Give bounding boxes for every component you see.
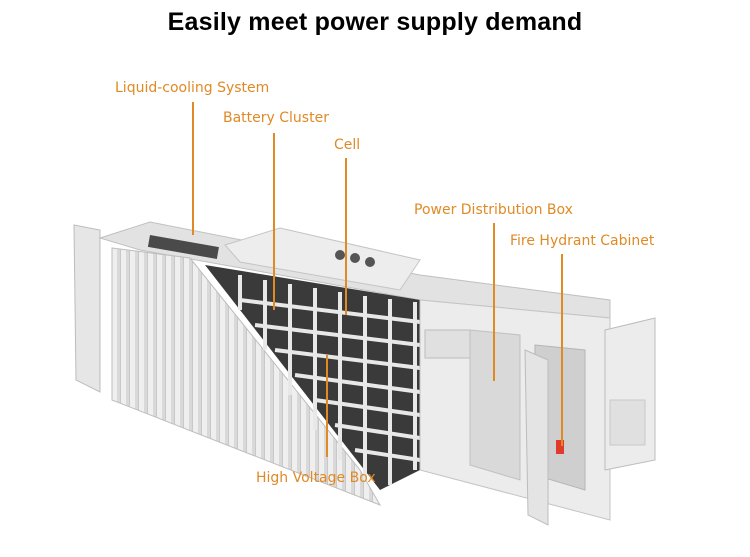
leader-line-cell bbox=[345, 158, 347, 315]
leader-line-battery-cluster bbox=[273, 133, 275, 310]
left-door bbox=[73, 224, 101, 393]
fire-extinguisher bbox=[556, 440, 564, 454]
leader-line-high-voltage bbox=[326, 355, 328, 457]
label-power-distribution-box: Power Distribution Box bbox=[414, 202, 573, 218]
power-distribution-box bbox=[424, 329, 471, 359]
leader-line-liquid-cooling bbox=[192, 102, 194, 235]
side-door bbox=[524, 349, 549, 526]
right-end-door bbox=[604, 317, 656, 471]
leader-line-power-distribution bbox=[493, 223, 495, 381]
label-high-voltage-box: High Voltage Box bbox=[256, 470, 376, 486]
label-liquid-cooling-system: Liquid-cooling System bbox=[115, 80, 270, 96]
diagram-title: Easily meet power supply demand bbox=[167, 8, 583, 36]
label-cell: Cell bbox=[334, 137, 361, 153]
label-fire-hydrant-cabinet: Fire Hydrant Cabinet bbox=[510, 233, 655, 249]
leader-line-fire-hydrant bbox=[561, 254, 563, 446]
battery-cluster-frames bbox=[238, 275, 421, 485]
container-side-wall bbox=[111, 247, 382, 506]
label-battery-cluster: Battery Cluster bbox=[223, 110, 329, 126]
